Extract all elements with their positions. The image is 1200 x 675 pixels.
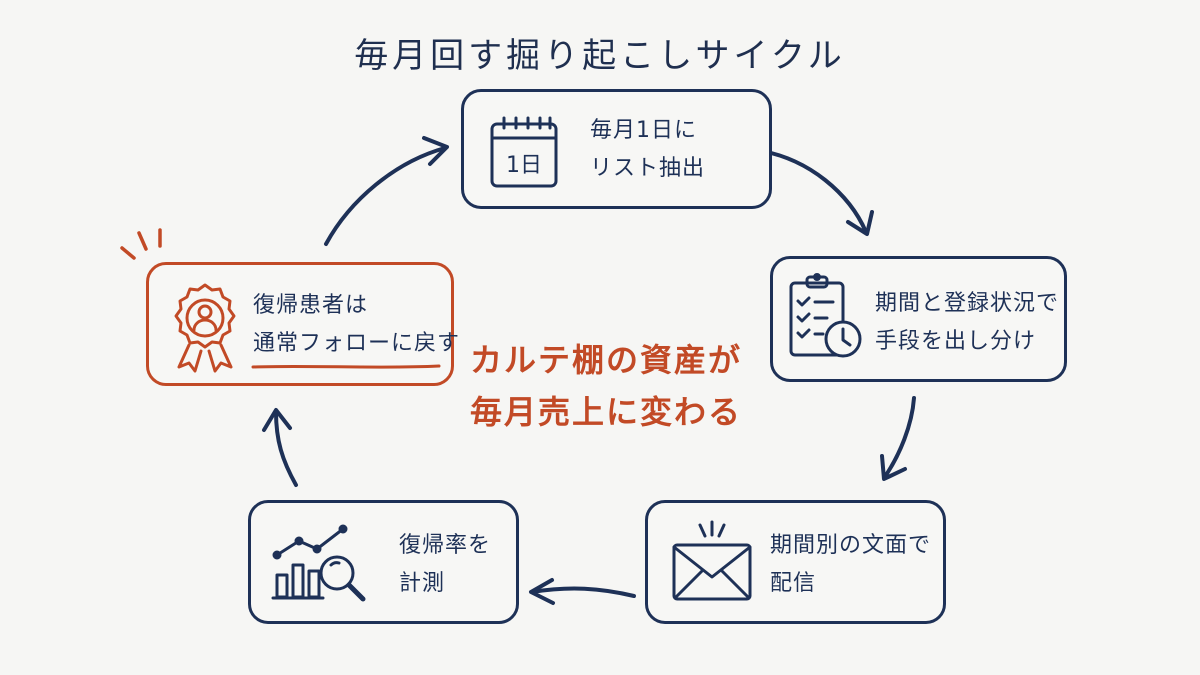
center-message: カルテ棚の資産が 毎月売上に変わる bbox=[470, 334, 770, 438]
arrowhead-measure-to-return bbox=[262, 408, 292, 432]
node-measure-line1: 復帰率を bbox=[399, 533, 492, 558]
node-send-line2: 配信 bbox=[770, 571, 817, 596]
node-segment-method: 期間と登録状況で 手段を出し分け bbox=[770, 256, 1067, 382]
underline-stroke bbox=[251, 364, 441, 369]
center-message-line2: 毎月売上に変わる bbox=[470, 393, 743, 431]
node-segment-line1: 期間と登録状況で bbox=[875, 291, 1060, 316]
node-extract-line2: リスト抽出 bbox=[590, 156, 706, 181]
arrowhead-segment-to-send bbox=[880, 454, 907, 481]
arrowhead-extract-to-segment bbox=[846, 210, 874, 236]
node-extract-list: 1日 毎月1日に リスト抽出 bbox=[461, 89, 772, 209]
calendar-icon: 1日 bbox=[490, 116, 558, 188]
node-measure-rate: 復帰率を 計測 bbox=[248, 500, 519, 624]
node-return-line2: 通常フォローに戻す bbox=[253, 331, 461, 356]
award-ribbon-icon bbox=[174, 283, 236, 373]
node-send-line1: 期間別の文面で bbox=[770, 533, 932, 558]
node-extract-line1: 毎月1日に bbox=[590, 118, 697, 143]
arrow-return-to-extract bbox=[324, 146, 447, 246]
calendar-label: 1日 bbox=[506, 153, 542, 178]
arrowhead-send-to-measure bbox=[529, 578, 555, 605]
node-measure-line2: 計測 bbox=[399, 571, 446, 596]
arrow-extract-to-segment bbox=[754, 148, 868, 234]
clipboard-clock-icon bbox=[789, 273, 862, 358]
node-send-message: 期間別の文面で 配信 bbox=[645, 500, 946, 624]
diagram-title: 毎月回す掘り起こしサイクル bbox=[354, 36, 846, 76]
emphasis-rays bbox=[120, 228, 162, 260]
node-return-line1: 復帰患者は bbox=[253, 293, 369, 318]
arrowhead-return-to-extract bbox=[422, 136, 449, 166]
node-segment-line2: 手段を出し分け bbox=[875, 329, 1037, 354]
arrow-measure-to-return bbox=[274, 410, 298, 487]
envelope-icon bbox=[672, 520, 752, 601]
chart-magnifier-icon bbox=[271, 524, 366, 602]
node-return-follow: 復帰患者は 通常フォローに戻す bbox=[146, 262, 459, 386]
arrow-send-to-measure bbox=[530, 586, 636, 598]
arrow-segment-to-send bbox=[882, 396, 916, 480]
center-message-line1: カルテ棚の資産が bbox=[470, 341, 743, 379]
